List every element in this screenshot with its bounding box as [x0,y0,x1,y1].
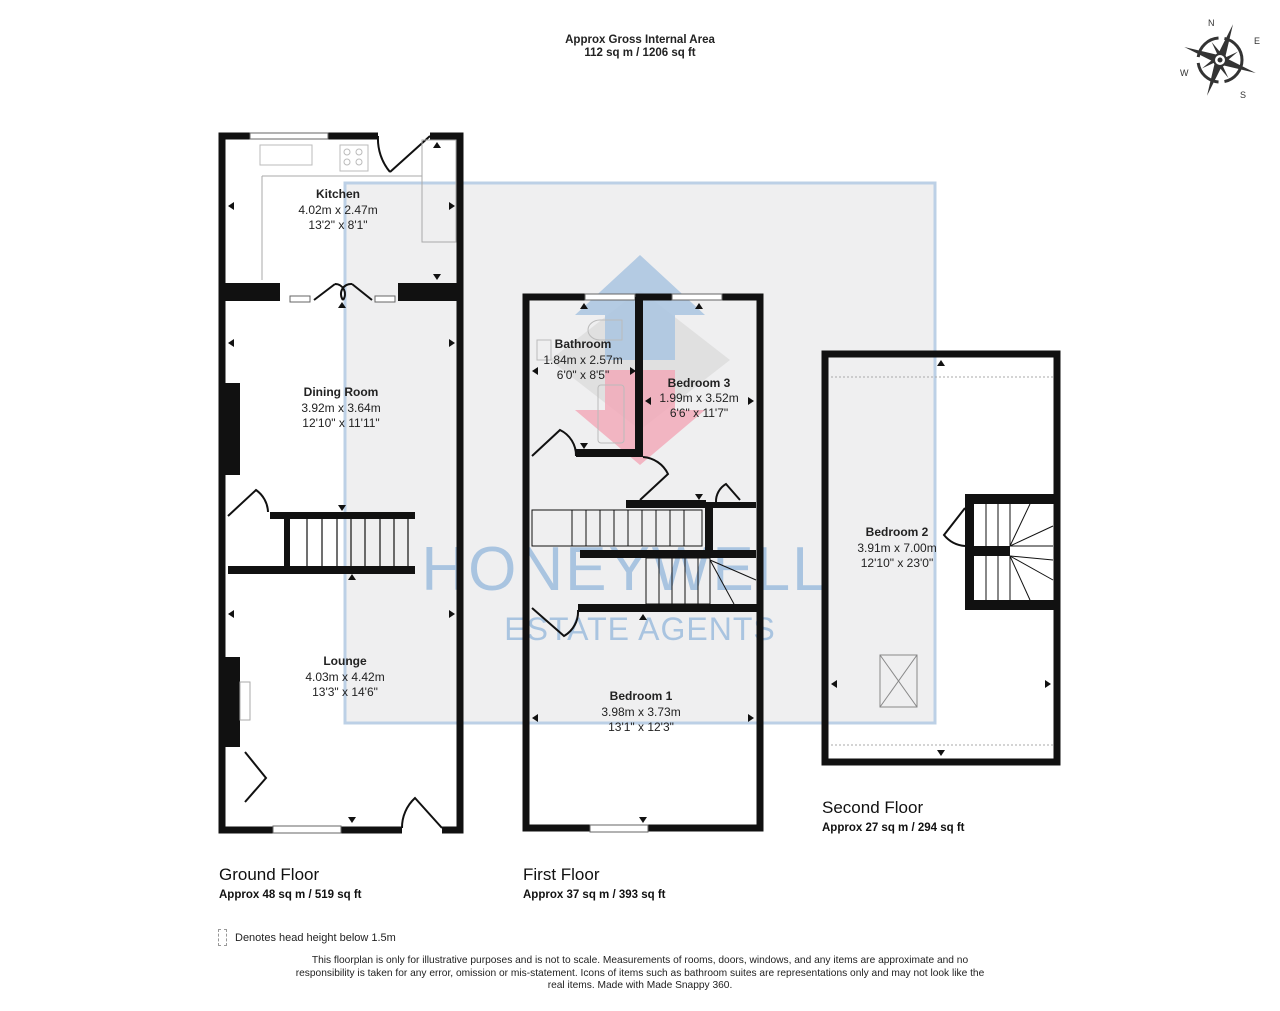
floor-title: Second Floor [822,798,924,817]
dashed-box-icon [218,929,227,946]
second-floor-plan: Bedroom 2 3.91m x 7.00m 12'10" x 23'0" [821,350,1061,766]
room-metric-kitchen: 4.02m x 2.47m [298,203,377,217]
room-imperial-kitchen: 13'2" x 8'1" [308,218,367,232]
compass-e: E [1254,36,1260,46]
second-floor-caption: Second Floor Approx 27 sq m / 294 sq ft [822,798,965,834]
first-floor-plan: Bathroom 1.84m x 2.57m 6'0" x 8'5" Bedro… [522,293,764,833]
room-metric-bathroom: 1.84m x 2.57m [543,353,622,367]
floor-area: Approx 27 sq m / 294 sq ft [822,822,965,834]
room-name-bathroom: Bathroom [555,337,612,351]
watermark: HONEYWELL ESTATE AGENTS [343,181,937,725]
gross-area-value: 112 sq m / 1206 sq ft [584,47,696,59]
head-height-legend: Denotes head height below 1.5m [218,929,396,946]
compass-rose-icon: N E S W [1180,18,1260,100]
room-name-bedroom2: Bedroom 2 [866,525,929,539]
ground-floor-caption: Ground Floor Approx 48 sq m / 519 sq ft [219,865,362,901]
gross-area-title: Approx Gross Internal Area [565,34,715,46]
room-name-bedroom1: Bedroom 1 [610,689,673,703]
room-name-bedroom3: Bedroom 3 [668,376,731,390]
compass-w: W [1180,68,1189,78]
room-imperial-lounge: 13'3" x 14'6" [312,685,378,699]
compass-s: S [1240,90,1246,100]
disclaimer: This floorplan is only for illustrative … [295,955,985,991]
floor-area: Approx 48 sq m / 519 sq ft [219,889,362,901]
ground-floor-plan: Kitchen 4.02m x 2.47m 13'2" x 8'1" Dinin… [218,132,464,834]
room-imperial-bathroom: 6'0" x 8'5" [557,368,609,382]
floor-area: Approx 37 sq m / 393 sq ft [523,889,666,901]
room-name-kitchen: Kitchen [316,187,360,201]
room-metric-bedroom3: 1.99m x 3.52m [659,391,738,405]
first-floor-caption: First Floor Approx 37 sq m / 393 sq ft [523,865,666,901]
room-imperial-bedroom1: 13'1" x 12'3" [608,720,674,734]
compass-n: N [1208,18,1215,28]
room-name-dining: Dining Room [304,385,379,399]
watermark-subtitle: ESTATE AGENTS [504,611,775,647]
room-metric-bedroom2: 3.91m x 7.00m [857,541,936,555]
room-metric-lounge: 4.03m x 4.42m [305,670,384,684]
room-name-lounge: Lounge [323,654,367,668]
gross-internal-area: Approx Gross Internal Area 112 sq m / 12… [0,34,1280,60]
room-metric-bedroom1: 3.98m x 3.73m [601,705,680,719]
floor-title: First Floor [523,865,600,884]
watermark-name: HONEYWELL [421,535,828,604]
legend-text: Denotes head height below 1.5m [235,931,396,944]
room-metric-dining: 3.92m x 3.64m [301,401,380,415]
floor-title: Ground Floor [219,865,320,884]
room-imperial-bedroom2: 12'10" x 23'0" [861,556,934,570]
room-imperial-bedroom3: 6'6" x 11'7" [670,406,728,420]
room-imperial-dining: 12'10" x 11'11" [302,416,379,430]
